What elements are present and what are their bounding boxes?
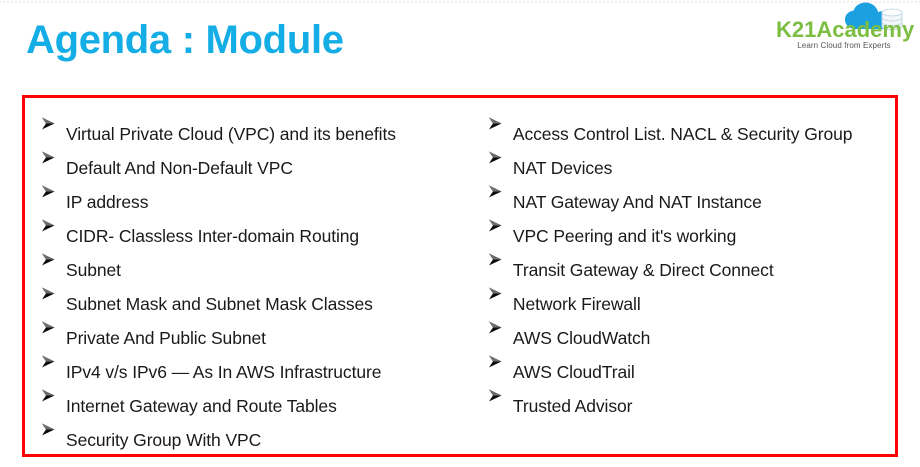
list-item: Security Group With VPC xyxy=(39,412,474,450)
brand-logo: K21Academy Learn Cloud from Experts xyxy=(776,2,915,56)
list-item-label: IPv4 v/s IPv6 — As In AWS Infrastructure xyxy=(66,362,382,382)
logo-wordmark: K21Academy xyxy=(776,17,915,42)
list-item: Subnet xyxy=(39,242,474,280)
list-item: Internet Gateway and Route Tables xyxy=(39,378,474,416)
cloud-icon xyxy=(845,2,903,31)
list-item-label: NAT Gateway And NAT Instance xyxy=(512,192,762,212)
list-item: AWS CloudWatch xyxy=(486,310,895,348)
arrowhead-bullet-icon xyxy=(486,208,513,242)
arrowhead-bullet-icon xyxy=(486,378,513,412)
arrowhead-bullet-icon xyxy=(39,140,66,174)
agenda-left-column: Virtual Private Cloud (VPC) and its bene… xyxy=(25,98,474,454)
list-item: IP address xyxy=(39,174,474,212)
arrowhead-bullet-icon xyxy=(39,242,66,276)
list-item-label: NAT Devices xyxy=(512,158,613,178)
list-item: Subnet Mask and Subnet Mask Classes xyxy=(39,276,474,314)
list-item: VPC Peering and it's working xyxy=(486,208,895,246)
list-item: Trusted Advisor xyxy=(486,378,895,416)
arrowhead-bullet-icon xyxy=(39,276,66,310)
list-item-label: CIDR- Classless Inter-domain Routing xyxy=(66,226,360,246)
list-item-label: Internet Gateway and Route Tables xyxy=(66,396,337,416)
arrowhead-bullet-icon xyxy=(486,174,513,208)
agenda-columns: Virtual Private Cloud (VPC) and its bene… xyxy=(25,98,895,454)
arrowhead-bullet-icon xyxy=(486,310,513,344)
arrowhead-bullet-icon xyxy=(39,412,66,446)
arrowhead-bullet-icon xyxy=(486,344,513,378)
arrowhead-bullet-icon xyxy=(39,378,66,412)
list-item: Default And Non-Default VPC xyxy=(39,140,474,178)
list-item-label: Virtual Private Cloud (VPC) and its bene… xyxy=(66,124,396,144)
list-item: Private And Public Subnet xyxy=(39,310,474,348)
logo-name-academy: Academy xyxy=(816,17,915,42)
list-item-label: Access Control List. NACL & Security Gro… xyxy=(512,124,853,144)
list-item-label: Trusted Advisor xyxy=(512,396,633,416)
arrowhead-bullet-icon xyxy=(486,276,513,310)
top-dotted-divider xyxy=(0,1,920,3)
logo-tagline: Learn Cloud from Experts xyxy=(797,41,891,50)
list-item: Virtual Private Cloud (VPC) and its bene… xyxy=(39,106,474,144)
list-item-label: Default And Non-Default VPC xyxy=(66,158,293,178)
list-item-label: IP address xyxy=(66,192,149,212)
agenda-right-column: Access Control List. NACL & Security Gro… xyxy=(474,98,895,454)
list-item-label: Subnet xyxy=(66,260,121,280)
list-item-label: AWS CloudWatch xyxy=(512,328,651,348)
arrowhead-bullet-icon xyxy=(39,174,66,208)
list-item-label: AWS CloudTrail xyxy=(512,362,635,382)
list-item-label: VPC Peering and it's working xyxy=(512,226,737,246)
list-item: NAT Gateway And NAT Instance xyxy=(486,174,895,212)
agenda-content-box: Virtual Private Cloud (VPC) and its bene… xyxy=(22,95,898,457)
arrowhead-bullet-icon xyxy=(39,208,66,242)
list-item-label: Network Firewall xyxy=(512,294,641,314)
list-item: NAT Devices xyxy=(486,140,895,178)
arrowhead-bullet-icon xyxy=(39,344,66,378)
arrowhead-bullet-icon xyxy=(486,242,513,276)
list-item: Network Firewall xyxy=(486,276,895,314)
arrowhead-bullet-icon xyxy=(486,140,513,174)
database-icon xyxy=(881,8,903,31)
list-item-label: Transit Gateway & Direct Connect xyxy=(512,260,774,280)
list-item-label: Security Group With VPC xyxy=(66,430,262,450)
list-item: AWS CloudTrail xyxy=(486,344,895,382)
arrowhead-bullet-icon xyxy=(486,106,513,140)
list-item-label: Private And Public Subnet xyxy=(66,328,266,348)
arrowhead-bullet-icon xyxy=(39,310,66,344)
list-item: IPv4 v/s IPv6 — As In AWS Infrastructure xyxy=(39,344,474,382)
logo-name-k21: K21 xyxy=(776,17,817,42)
list-item: CIDR- Classless Inter-domain Routing xyxy=(39,208,474,246)
logo-mark xyxy=(844,2,906,32)
arrowhead-bullet-icon xyxy=(39,106,66,140)
list-item: Access Control List. NACL & Security Gro… xyxy=(486,106,895,144)
list-item: Transit Gateway & Direct Connect xyxy=(486,242,895,280)
page-title: Agenda : Module xyxy=(26,18,344,62)
list-item-label: Subnet Mask and Subnet Mask Classes xyxy=(66,294,373,314)
